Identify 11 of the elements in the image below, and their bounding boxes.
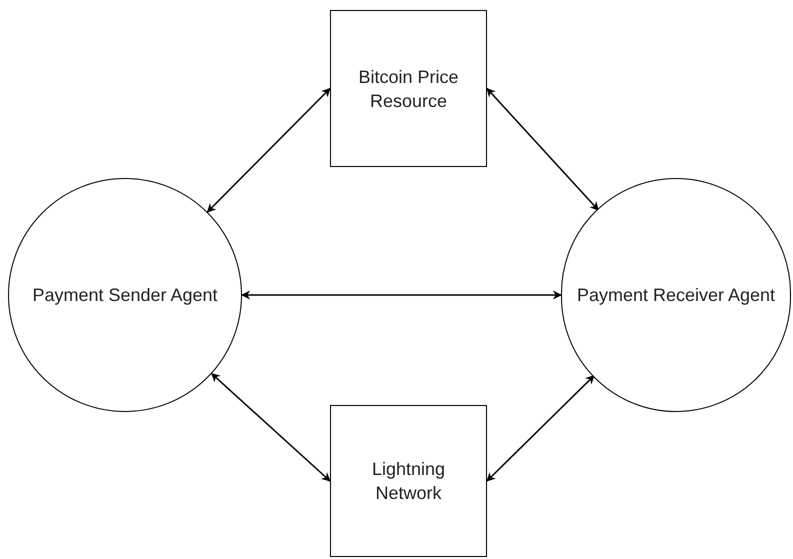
double-arrow (486, 375, 595, 482)
double-arrow (241, 290, 562, 300)
double-arrow (486, 88, 599, 211)
resource-box (330, 10, 487, 167)
node-label: Bitcoin Price Resource (357, 66, 460, 112)
resource-box (330, 405, 487, 557)
node-label: Payment Receiver Agent (576, 284, 776, 307)
double-arrow (206, 88, 331, 213)
node-label: Lightning Network (370, 458, 446, 505)
double-arrow (210, 373, 331, 482)
node-label: Payment Sender Agent (32, 284, 218, 307)
